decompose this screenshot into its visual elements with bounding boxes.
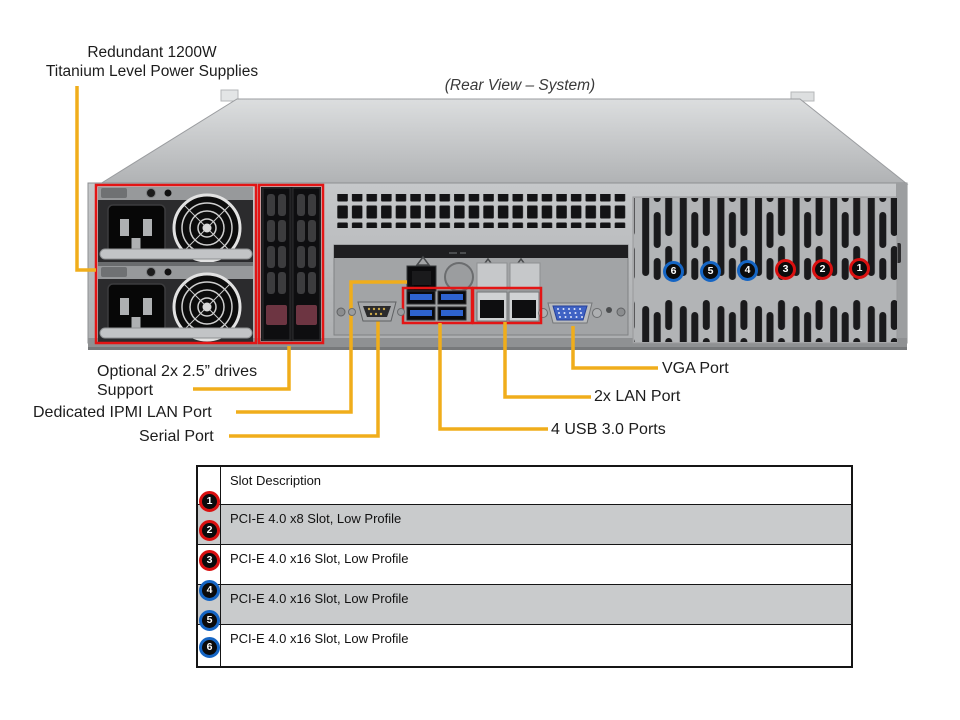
psu-unit-2	[98, 266, 253, 342]
slot-badge-5: 5	[700, 261, 721, 282]
table-badge-1: 1	[199, 491, 220, 512]
psu1-fan	[172, 193, 242, 263]
table-header-label: Slot Description	[230, 473, 322, 488]
table-badge-4: 4	[199, 580, 220, 601]
table-cell: PCI-E 4.0 x8 Slot, Low Profile	[230, 511, 402, 526]
psu-callout-line	[75, 86, 96, 272]
slot-description-table: Slot Description PCI-E 4.0 x8 Slot, Low …	[196, 465, 853, 668]
psu-unit-1	[98, 187, 253, 263]
table-number-column	[198, 467, 221, 666]
label-power-supplies-line2: Titanium Level Power Supplies	[45, 63, 259, 80]
table-cell: PCI-E 4.0 x16 Slot, Low Profile	[230, 631, 409, 646]
label-optional-drives-line1: Optional 2x 2.5” drives	[97, 363, 258, 380]
slot-badge-2: 2	[812, 259, 833, 280]
drive-tray-2	[292, 187, 321, 341]
vga-callout-line	[571, 326, 658, 370]
usb-callout-line	[438, 323, 548, 431]
io-panel	[333, 244, 629, 336]
highlight-boxes	[94, 183, 543, 345]
lan-port-1	[476, 291, 508, 322]
label-optional-drives-line2: Support	[97, 382, 154, 399]
usb-ports	[406, 290, 467, 321]
serial-callout-line	[229, 318, 380, 438]
table-badge-5: 5	[199, 610, 220, 631]
slot-badge-6: 6	[663, 261, 684, 282]
lan-port-2	[508, 291, 540, 322]
callout-lines	[75, 86, 658, 438]
vent-grid	[337, 194, 626, 228]
rack-tab-left	[220, 89, 239, 102]
label-optional-drives: Optional 2x 2.5” drives Support	[97, 362, 257, 400]
vga-port	[538, 302, 602, 324]
drive2-release-latch	[296, 305, 317, 325]
psu2-handle	[99, 327, 253, 339]
drive-bays	[261, 187, 321, 341]
chassis-bottom-edge	[88, 338, 907, 349]
drive1-release-latch	[266, 305, 287, 325]
drives-highlight-box	[257, 183, 325, 345]
table-badge-3: 3	[199, 550, 220, 571]
diagram-title: (Rear View – System)	[444, 77, 596, 94]
slot-badge-4: 4	[737, 260, 758, 281]
table-row: PCI-E 4.0 x16 Slot, Low Profile	[198, 625, 851, 666]
slot-badge-3: 3	[775, 259, 796, 280]
slot-badge-1: 1	[849, 258, 870, 279]
table-header-row: Slot Description	[198, 467, 851, 505]
table-row: PCI-E 4.0 x16 Slot, Low Profile	[198, 585, 851, 625]
table-row: PCI-E 4.0 x8 Slot, Low Profile	[198, 505, 851, 545]
label-lan-ports: 2x LAN Port	[594, 388, 681, 405]
table-row: PCI-E 4.0 x16 Slot, Low Profile	[198, 545, 851, 585]
table-badge-6: 6	[199, 637, 220, 658]
serial-port	[348, 301, 405, 322]
psu1-handle	[99, 248, 253, 260]
psu-highlight-box	[94, 183, 258, 345]
chassis-top-face	[98, 98, 909, 185]
ipmi-callout-line	[236, 280, 407, 414]
drive-tray-1	[262, 187, 291, 341]
label-ipmi-lan-port: Dedicated IPMI LAN Port	[33, 404, 212, 421]
label-power-supplies: Redundant 1200W Titanium Level Power Sup…	[30, 43, 274, 81]
drives-callout-line	[193, 346, 291, 391]
chassis-right-edge	[896, 183, 907, 343]
power-supply-modules	[98, 187, 253, 342]
lan-highlight-box	[471, 286, 543, 325]
label-serial-port: Serial Port	[139, 428, 214, 445]
label-power-supplies-line1: Redundant 1200W	[87, 44, 217, 61]
table-cell: PCI-E 4.0 x16 Slot, Low Profile	[230, 591, 409, 606]
table-cell: PCI-E 4.0 x16 Slot, Low Profile	[230, 551, 409, 566]
psu2-fan	[172, 272, 242, 342]
table-badge-2: 2	[199, 520, 220, 541]
lan-callout-line	[503, 322, 591, 399]
label-vga-port: VGA Port	[662, 360, 729, 377]
label-usb-ports: 4 USB 3.0 Ports	[551, 421, 666, 438]
